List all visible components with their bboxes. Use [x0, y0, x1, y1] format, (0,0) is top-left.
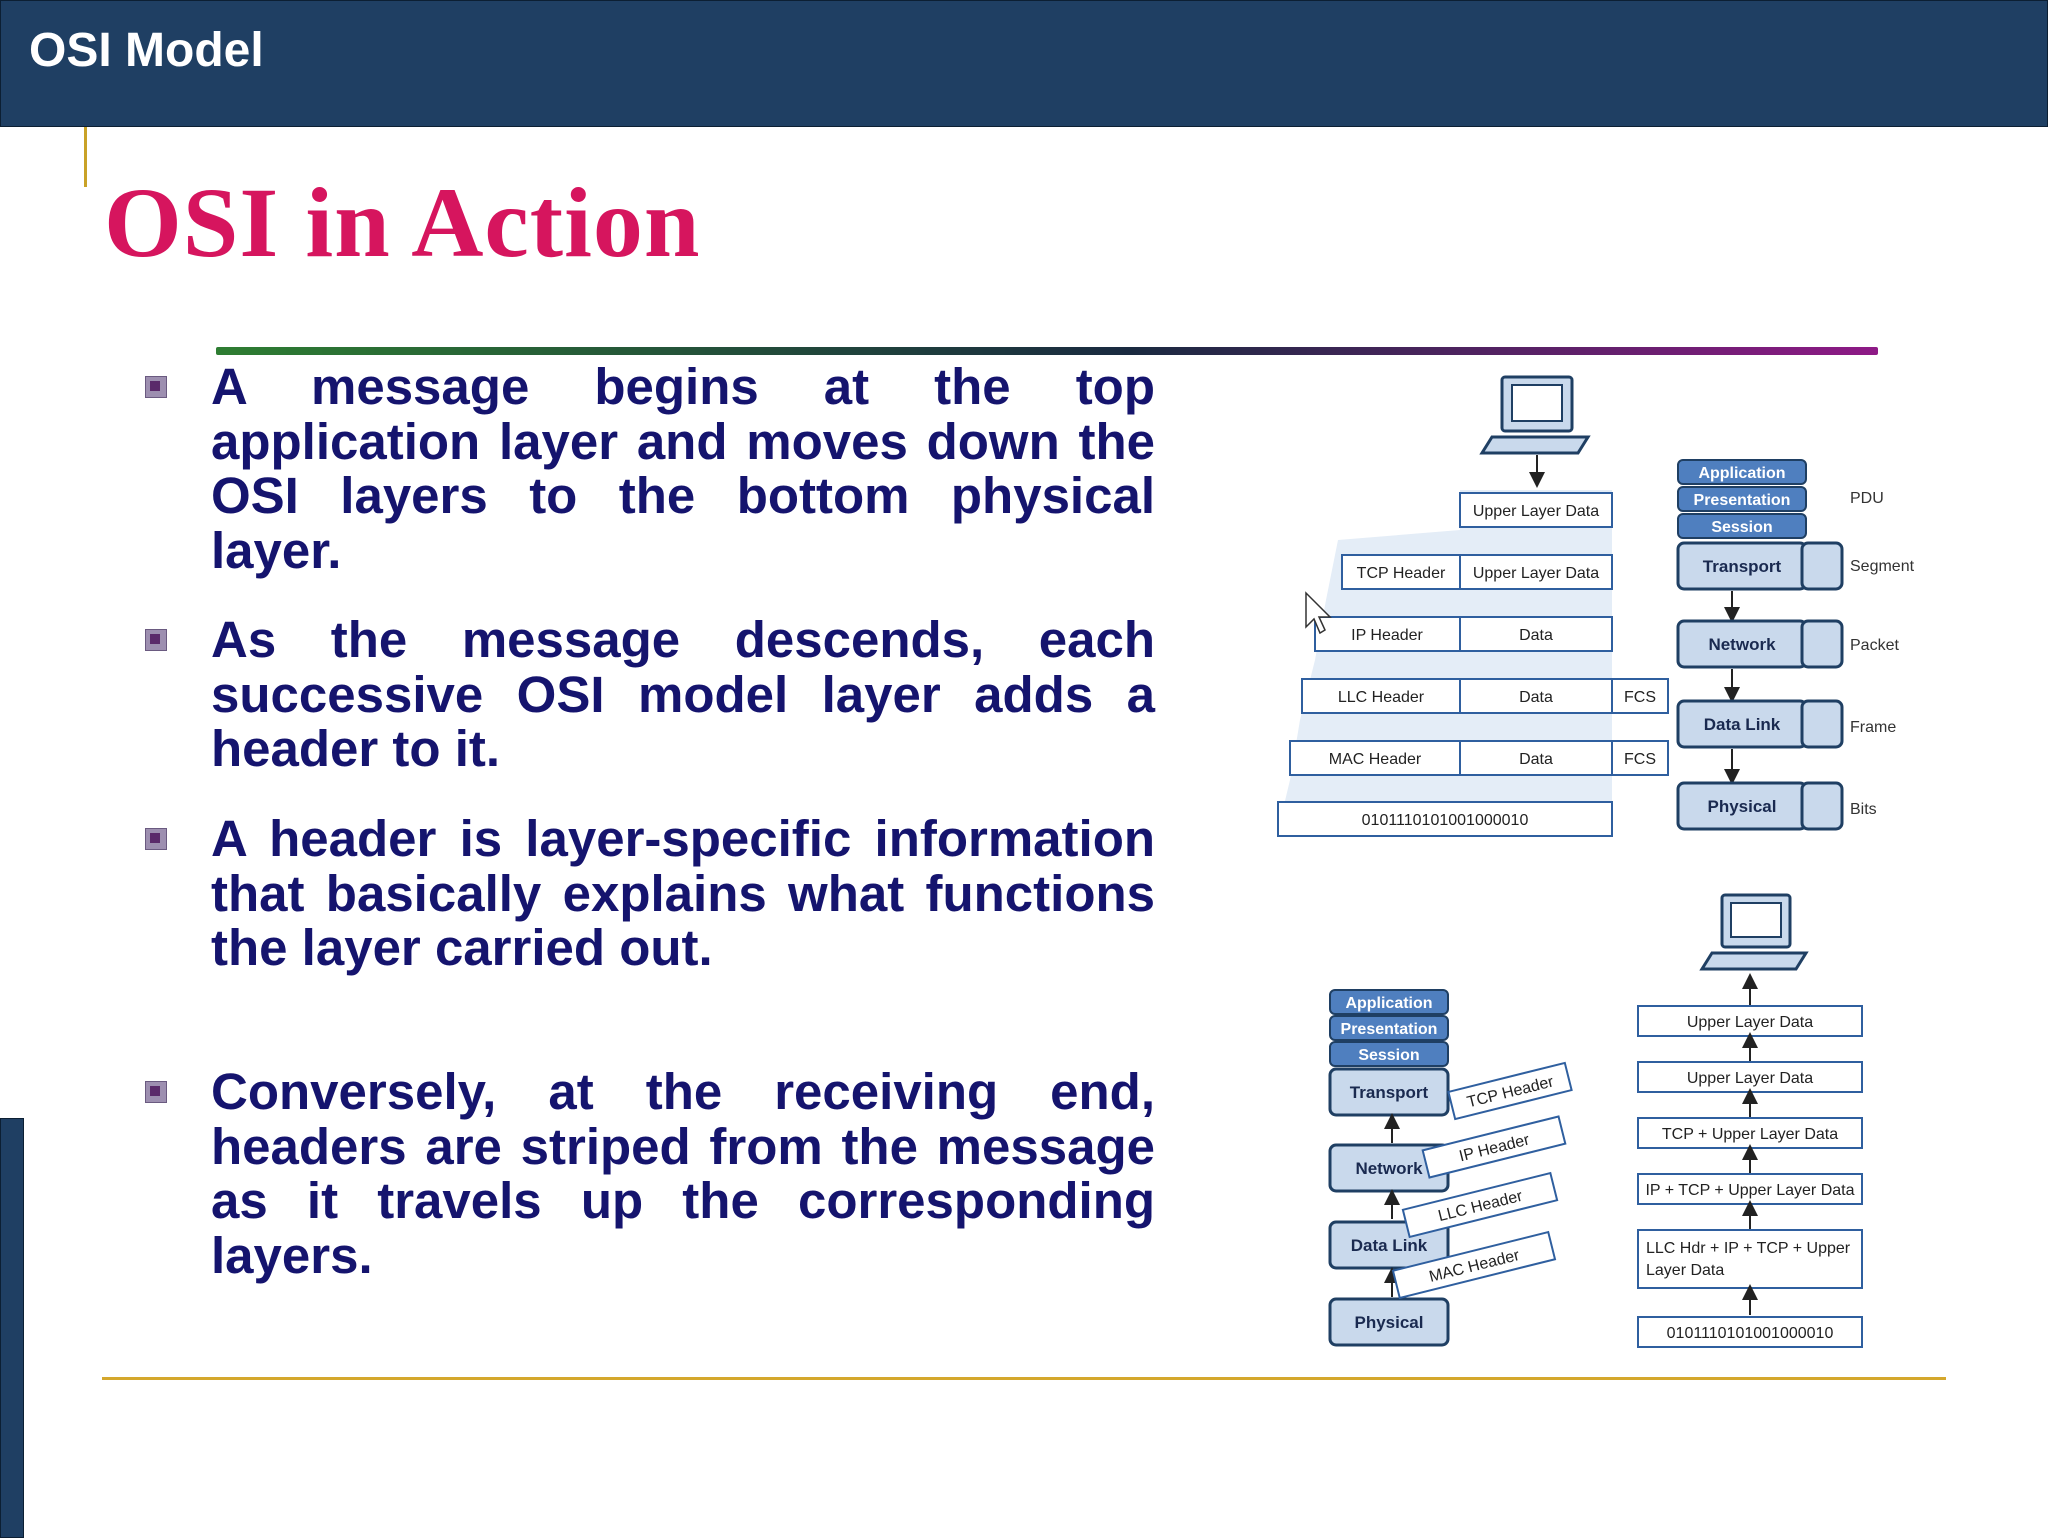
encap-cell: FCS	[1624, 689, 1656, 706]
encap-row: TCP Header Upper Layer Data	[1341, 554, 1613, 590]
bullet-square-icon	[145, 376, 167, 398]
bullet-square-icon	[145, 629, 167, 651]
side-accent-bar	[0, 1118, 24, 1538]
sender-computer-icon	[1479, 375, 1591, 455]
decap-data-box: 0101110101001000010	[1667, 1325, 1834, 1342]
decap-data-box: Layer Data	[1646, 1262, 1724, 1279]
decap-data-box: TCP + Upper Layer Data	[1662, 1126, 1838, 1143]
encap-cell: Upper Layer Data	[1473, 565, 1599, 582]
encap-cell: Data	[1519, 689, 1553, 706]
bullet-text: A header is layer-specific information t…	[211, 810, 1155, 976]
bullet-text: A message begins at the top application …	[211, 358, 1155, 579]
layer-label: Physical	[1708, 797, 1777, 816]
accent-tick	[84, 127, 87, 187]
osi-diagram-svg: Upper Layer Data TCP Header Upper Layer …	[1277, 375, 1915, 1348]
encap-cell: FCS	[1624, 751, 1656, 768]
layer-label: Data Link	[1704, 715, 1781, 734]
layer-label: Session	[1711, 519, 1772, 536]
encap-cell: Data	[1519, 751, 1553, 768]
section-title: OSI Model	[29, 24, 264, 77]
layer-label: Network	[1355, 1159, 1423, 1178]
encap-row: MAC Header Data FCS	[1289, 740, 1669, 776]
encap-cell: IP Header	[1351, 627, 1423, 644]
bullet-text: As the message descends, each successive…	[211, 611, 1155, 777]
layer-label: Data Link	[1351, 1236, 1428, 1255]
encap-row: 0101110101001000010	[1277, 801, 1613, 837]
pdu-label: Segment	[1850, 558, 1915, 575]
encap-row: IP Header Data	[1314, 616, 1613, 652]
header-bar: OSI Model	[0, 0, 2048, 127]
encap-row: LLC Header Data FCS	[1301, 678, 1669, 714]
osi-diagram: Upper Layer Data TCP Header Upper Layer …	[1270, 365, 1930, 1365]
decap-data-box: IP + TCP + Upper Layer Data	[1645, 1182, 1854, 1199]
pdu-labels: PDU Segment Packet Frame Bits	[1850, 490, 1915, 818]
bullet-square-icon	[145, 828, 167, 850]
layer-label: Application	[1345, 995, 1432, 1012]
decap-data-box: Upper Layer Data	[1687, 1070, 1813, 1087]
slide-title: OSI in Action	[104, 167, 701, 278]
encap-cell: MAC Header	[1329, 751, 1422, 768]
pdu-label: Frame	[1850, 719, 1896, 736]
encap-cell: TCP Header	[1357, 565, 1446, 582]
decap-data-box: LLC Hdr + IP + TCP + Upper	[1646, 1240, 1851, 1257]
decap-data-box: Upper Layer Data	[1687, 1014, 1813, 1031]
layer-label: Presentation	[1341, 1021, 1438, 1038]
pdu-header: PDU	[1850, 490, 1884, 507]
layer-label: Network	[1708, 635, 1776, 654]
bullet-text: Conversely, at the receiving end, header…	[211, 1063, 1155, 1284]
pdu-label: Packet	[1850, 637, 1899, 654]
encap-row: Upper Layer Data	[1459, 492, 1613, 528]
layer-label: Transport	[1703, 557, 1782, 576]
encap-cell: Upper Layer Data	[1473, 503, 1599, 520]
footer-divider	[102, 1377, 1946, 1380]
encap-cell: 0101110101001000010	[1362, 812, 1529, 829]
layer-label: Session	[1358, 1047, 1419, 1064]
layer-label: Physical	[1355, 1313, 1424, 1332]
layer-label: Presentation	[1694, 492, 1791, 509]
layer-label: Transport	[1350, 1083, 1429, 1102]
pdu-label: Bits	[1850, 801, 1877, 818]
bullet-square-icon	[145, 1081, 167, 1103]
sender-layer-stack: Application Presentation Session Transpo…	[1676, 459, 1844, 831]
encap-cell: Data	[1519, 627, 1553, 644]
mouse-cursor-icon	[1305, 591, 1332, 635]
encap-cell: LLC Header	[1338, 689, 1425, 706]
layer-label: Application	[1698, 465, 1785, 482]
receiver-computer-icon	[1699, 893, 1809, 971]
decap-data-column: Upper Layer Data Upper Layer Data TCP + …	[1637, 973, 1863, 1348]
title-divider	[216, 347, 1878, 355]
